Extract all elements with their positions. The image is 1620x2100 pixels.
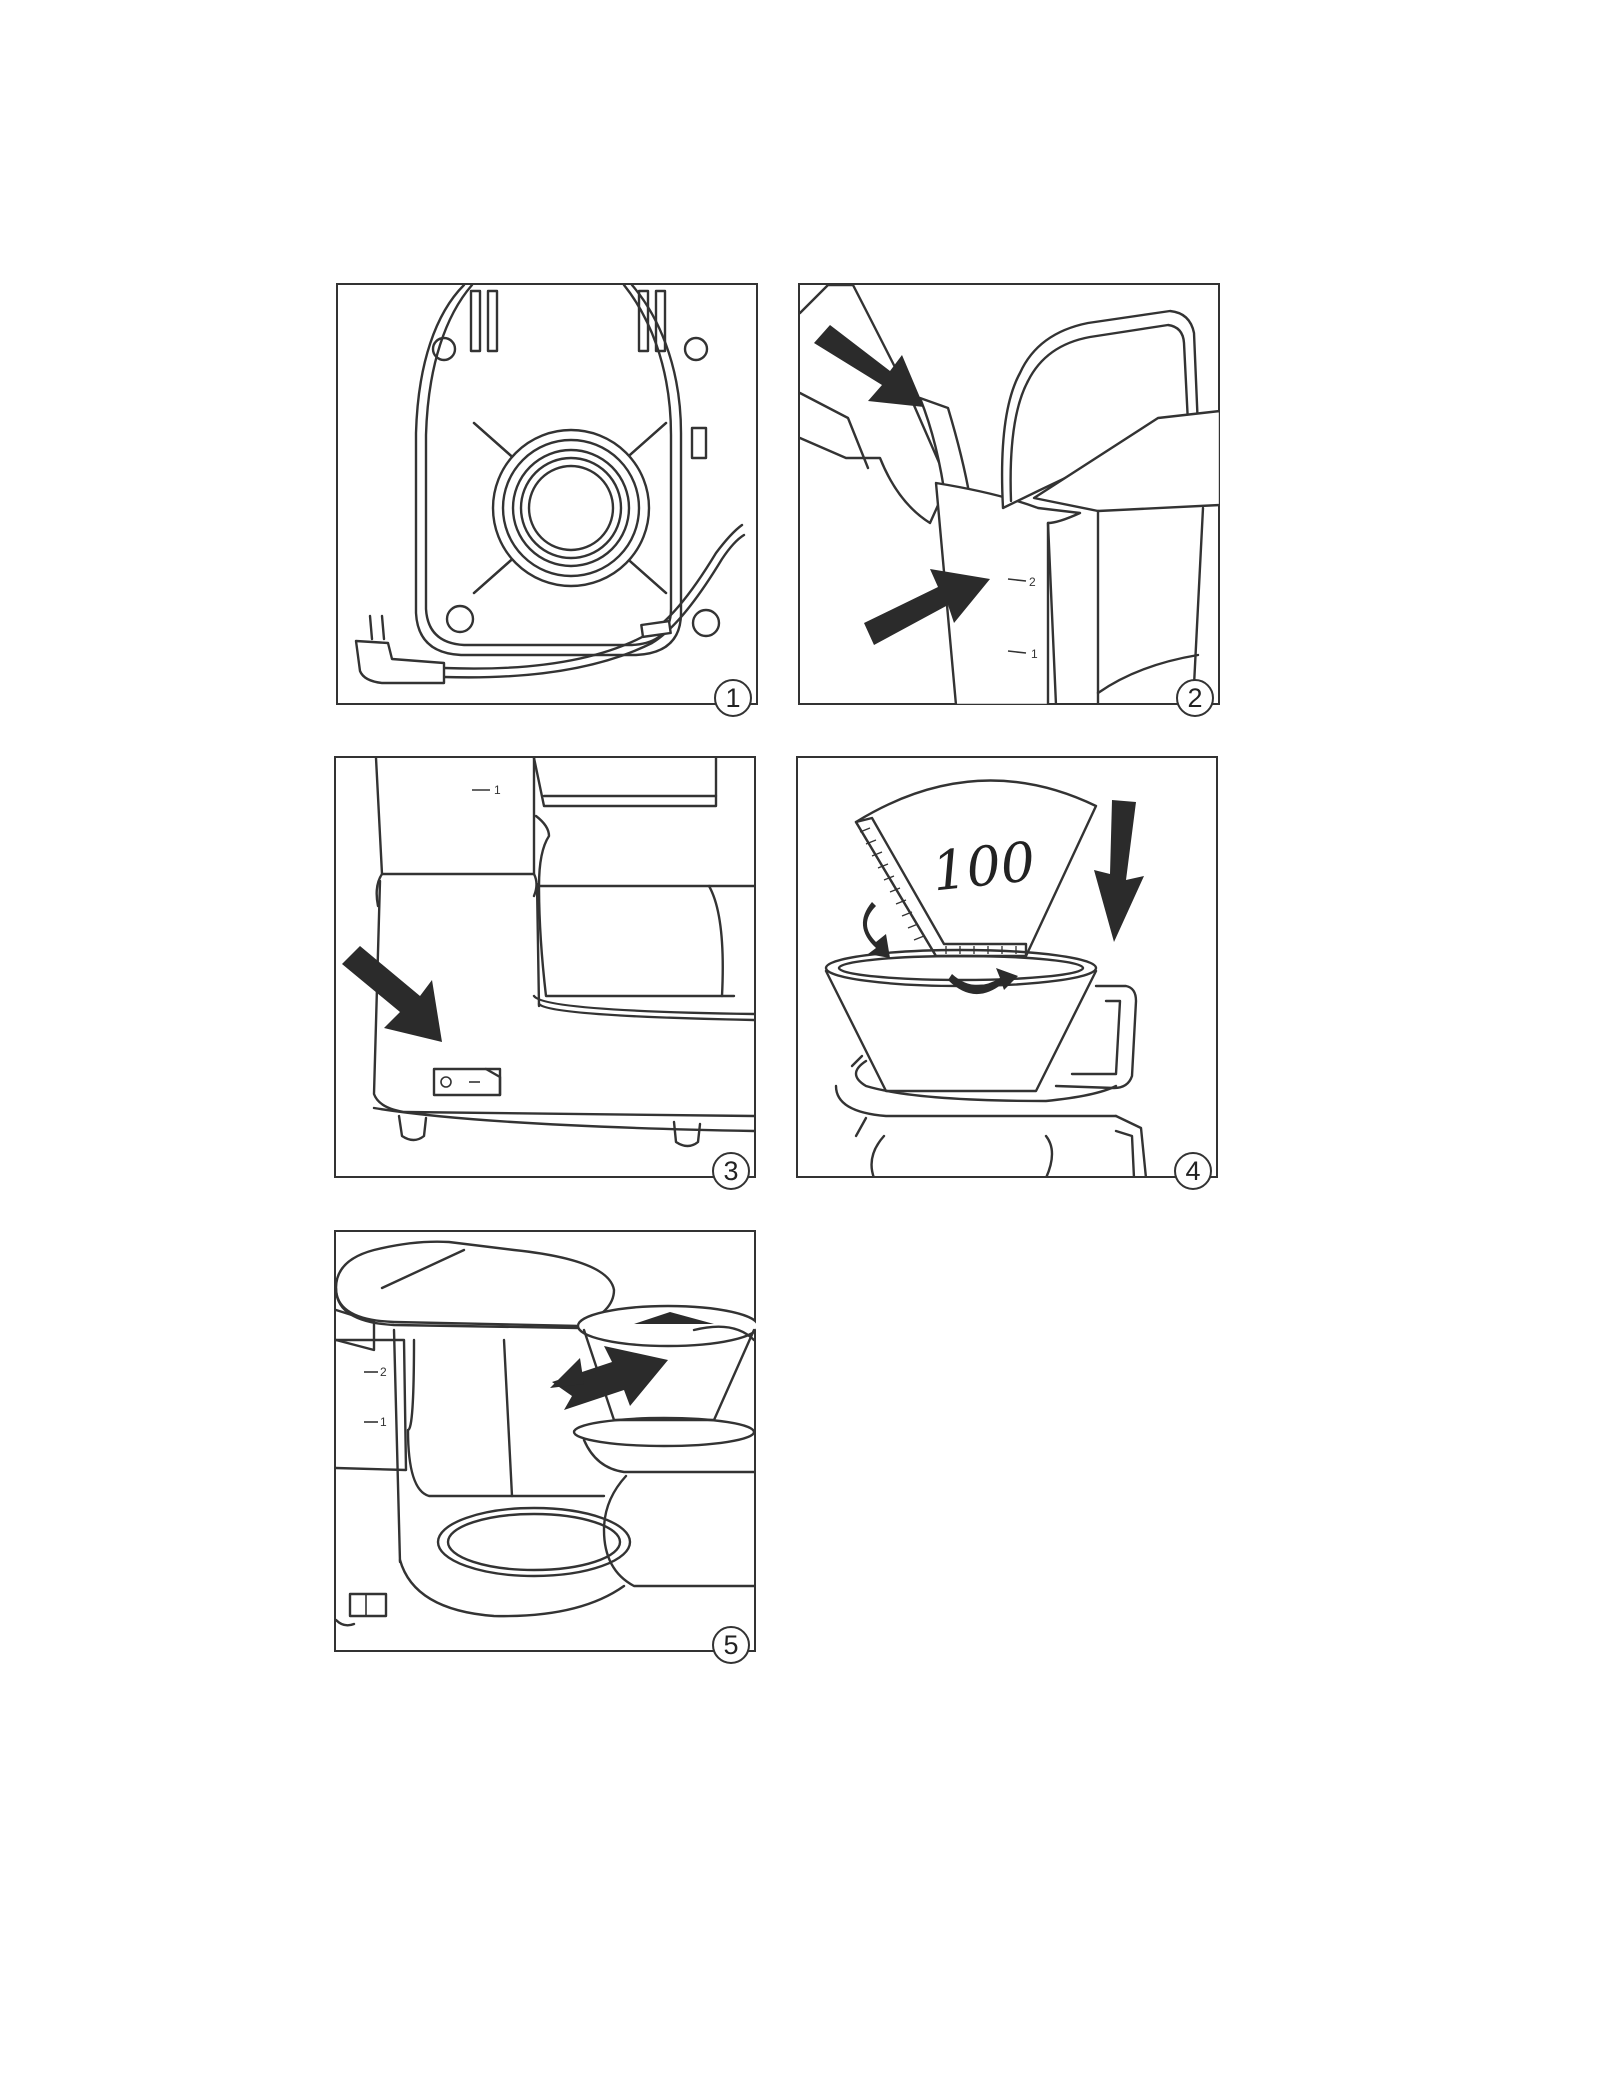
- figure-3-panel: 1 3: [334, 756, 756, 1178]
- figure-2-illustration: 2 1: [798, 283, 1220, 705]
- figure-3-illustration: 1: [334, 756, 756, 1178]
- figure-number-badge: 5: [712, 1626, 750, 1664]
- filter-size-label: 100: [929, 830, 1038, 903]
- heater-element: [474, 423, 666, 593]
- figure-number-badge: 3: [712, 1152, 750, 1190]
- figure-5-panel: 2 1 5: [334, 1230, 756, 1652]
- scale-mark-1: 1: [494, 783, 501, 797]
- figure-1-illustration: [336, 283, 758, 705]
- figure-number-badge: 2: [1176, 679, 1214, 717]
- figure-1-panel: 1: [336, 283, 758, 705]
- scale-mark-2: 2: [380, 1365, 387, 1379]
- figure-4-illustration: 100: [796, 756, 1218, 1178]
- figure-2-panel: 2 1 2: [798, 283, 1220, 705]
- switch-icon: [434, 1069, 500, 1095]
- scale-mark-1: 1: [1031, 647, 1038, 661]
- scale-mark-2: 2: [1029, 575, 1036, 589]
- figure-number-badge: 1: [714, 679, 752, 717]
- scale-mark-1: 1: [380, 1415, 387, 1429]
- figure-4-panel: 100 4: [796, 756, 1218, 1178]
- figure-number-badge: 4: [1174, 1152, 1212, 1190]
- figure-5-illustration: 2 1: [334, 1230, 756, 1652]
